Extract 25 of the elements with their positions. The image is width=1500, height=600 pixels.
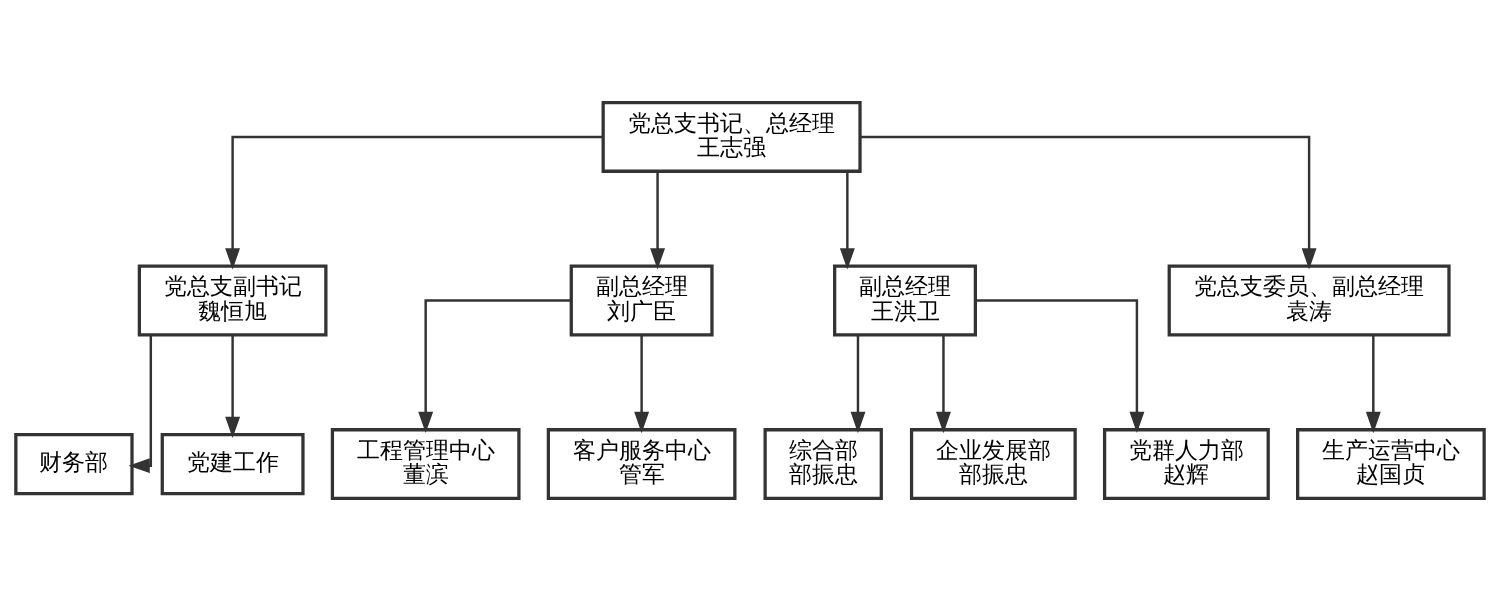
arrow <box>860 135 1317 269</box>
arrow <box>634 334 650 433</box>
node-box: 生产运营中心 赵国贞 <box>1296 427 1486 500</box>
arrow <box>839 171 855 270</box>
arrow <box>975 298 1145 433</box>
node-box: 党总支书记、总经理 王志强 <box>601 100 862 173</box>
arrow <box>128 335 153 473</box>
node-box: 党总支副书记 魏恒旭 <box>137 264 328 336</box>
node-box: 综合部 部振忠 <box>763 427 883 500</box>
arrow <box>1365 334 1381 433</box>
arrow <box>850 334 866 433</box>
node-box: 党总支委员、副总经理 袁涛 <box>1167 264 1451 336</box>
node-box: 财务部 <box>14 432 134 495</box>
node-box: 党建工作 <box>160 432 305 495</box>
arrow <box>225 334 241 438</box>
node-box: 客户服务中心 管军 <box>546 427 737 500</box>
arrow <box>936 334 951 433</box>
arrow <box>225 135 604 269</box>
arrow <box>418 298 571 433</box>
node-box: 副总经理 刘广臣 <box>569 264 714 336</box>
arrow <box>650 171 665 270</box>
node-box: 党群人力部 赵辉 <box>1102 427 1270 500</box>
node-box: 副总经理 王洪卫 <box>833 264 977 336</box>
node-box: 工程管理中心 董滨 <box>330 427 521 500</box>
node-box: 企业发展部 部振忠 <box>909 427 1077 500</box>
